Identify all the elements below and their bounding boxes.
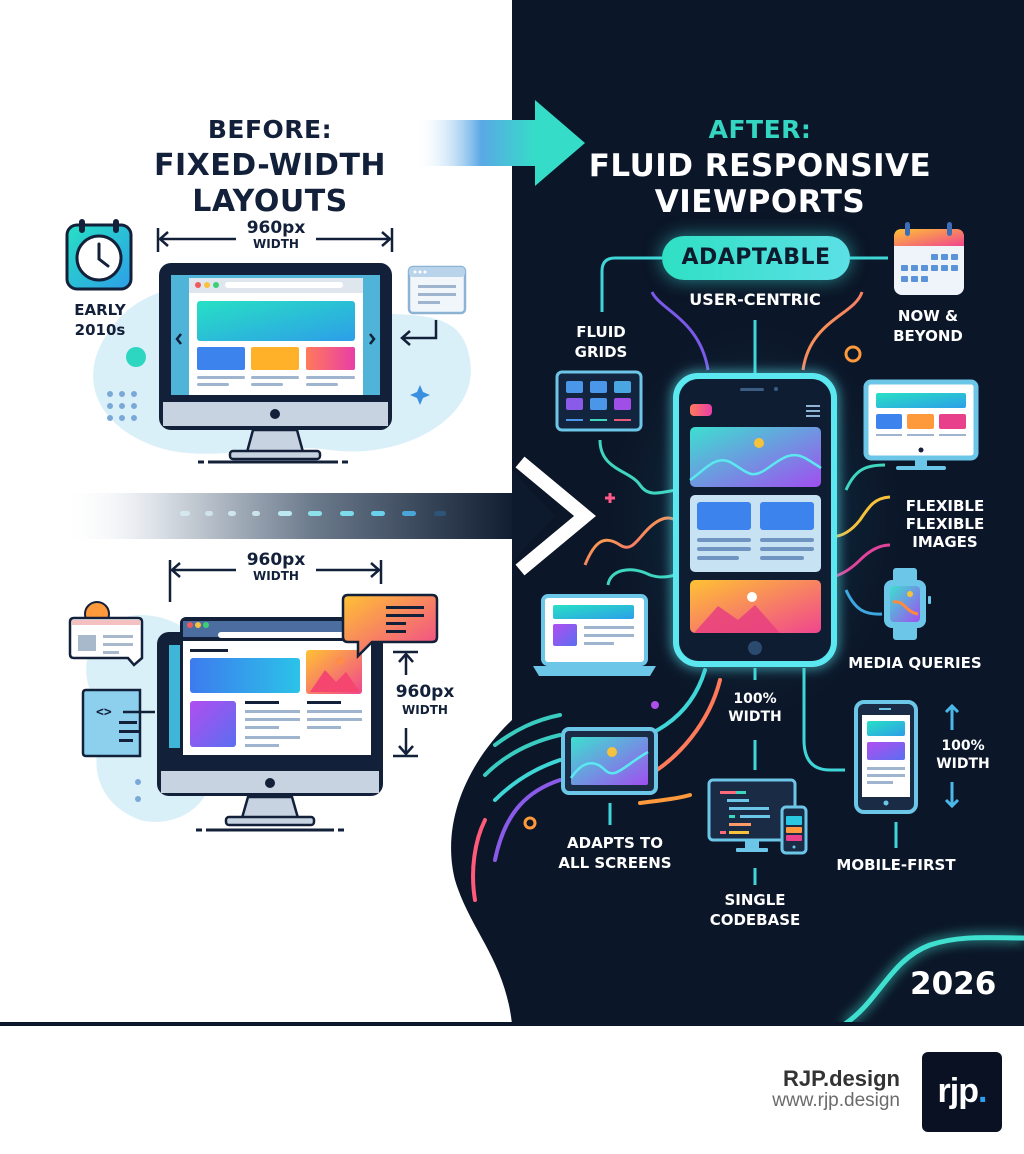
media-queries-label: MEDIA QUERIES (848, 654, 982, 672)
adapts-line2: ALL SCREENS (558, 854, 672, 872)
width-side-label: 100% WIDTH (928, 737, 998, 773)
measure-side-value: 960px (395, 682, 455, 702)
after-title-line1: FLUID RESPONSIVE (588, 148, 932, 184)
desktop-monitor-bottom (157, 617, 383, 832)
era-label: EARLY 2010s (60, 300, 140, 340)
transition-arrow-middle (60, 456, 596, 576)
flexible-images-label: FLEXIBLE FLEXIBLE IMAGES (895, 497, 995, 551)
before-title: BEFORE: FIXED-WIDTH LAYOUTS (140, 112, 400, 220)
calendar-clock-icon (65, 219, 133, 291)
after-kicker: AFTER: (708, 115, 812, 144)
after-title: AFTER: FLUID RESPONSIVE VIEWPORTS (560, 112, 960, 220)
height-arrows-icon (944, 703, 960, 809)
width-center-line2: WIDTH (728, 709, 782, 725)
width-side-line2: WIDTH (936, 756, 990, 772)
fluid-line2: GRIDS (574, 343, 628, 361)
width-measure-bottom (168, 560, 383, 602)
logo-text: rjp (937, 1072, 979, 1110)
calendar-icon (894, 222, 964, 295)
measure-side-label: 960px WIDTH (390, 683, 460, 719)
image-frame-icon (561, 727, 658, 795)
footer: RJP.design www.rjp.design rjp. (0, 1026, 1024, 1154)
browser-window-icon (407, 265, 467, 315)
now-beyond-label: NOW & BEYOND (880, 306, 976, 346)
message-card-icon (68, 601, 144, 667)
before-title-line1: FIXED-WIDTH (153, 148, 387, 183)
before-kicker: BEFORE: (207, 115, 333, 144)
code-devices-icon (707, 778, 808, 855)
now-line2: BEYOND (893, 327, 963, 345)
adaptable-pill: ADAPTABLE (662, 236, 850, 280)
smartphone-icon (673, 373, 837, 667)
now-line1: NOW & (897, 307, 959, 325)
era-line2: 2010s (74, 321, 126, 339)
measure-top-value: 960px (246, 218, 306, 238)
measure-side-unit: WIDTH (402, 703, 448, 717)
width-center-line1: 100% (733, 691, 777, 707)
width-measure-top (156, 228, 394, 252)
svg-text:<>: <> (96, 705, 112, 720)
flex-line1: FLEXIBLE (905, 497, 985, 515)
measure-bottom-label: 960px WIDTH (236, 552, 316, 584)
mobile-first-label: MOBILE-FIRST (836, 856, 956, 874)
adapts-line1: ADAPTS TO (567, 834, 663, 852)
smartwatch-icon (884, 568, 931, 640)
era-line1: EARLY (74, 301, 126, 319)
user-centric-label: USER-CENTRIC (689, 290, 821, 309)
single-line1: SINGLE (724, 891, 786, 909)
width-side-line1: 100% (941, 738, 985, 754)
flex-line3: IMAGES (912, 533, 978, 551)
laptop-icon (533, 594, 656, 676)
single-codebase-label: SINGLE CODEBASE (700, 890, 810, 930)
year-label: 2026 (910, 966, 997, 1002)
sparkle-icon (410, 385, 430, 405)
bottom-divider (0, 1022, 1024, 1026)
single-line2: CODEBASE (709, 911, 801, 929)
measure-top-unit: WIDTH (253, 237, 299, 251)
transition-arrow-top (415, 100, 585, 186)
brand-logo: rjp. (922, 1052, 1002, 1132)
chat-bubble-icon (341, 593, 439, 660)
height-measure-side (393, 650, 418, 758)
after-title-line2: VIEWPORTS (654, 184, 866, 220)
flex-line2: FLEXIBLE (905, 515, 985, 533)
fluid-line1: FLUID (576, 323, 626, 341)
adapts-label: ADAPTS TO ALL SCREENS (545, 833, 685, 873)
infographic: <> (60, 0, 1024, 1024)
measure-bottom-unit: WIDTH (253, 569, 299, 583)
tablet-icon (854, 700, 918, 814)
dark-panel-background: <> (60, 0, 1024, 1024)
grid-tablet-icon (555, 370, 643, 432)
brand-url[interactable]: www.rjp.design (772, 1090, 900, 1111)
fluid-grids-label: FLUID GRIDS (566, 322, 636, 362)
brand-name: RJP.design (783, 1066, 900, 1091)
logo-dot: . (978, 1072, 988, 1110)
desktop-icon (863, 379, 979, 470)
measure-top-label: 960px WIDTH (236, 220, 316, 252)
desktop-monitor-icon (159, 263, 392, 464)
width-center-label: 100% WIDTH (715, 690, 795, 726)
code-snippet-icon: <> (81, 688, 155, 758)
measure-bottom-value: 960px (246, 550, 306, 570)
before-title-line2: LAYOUTS (192, 184, 348, 219)
